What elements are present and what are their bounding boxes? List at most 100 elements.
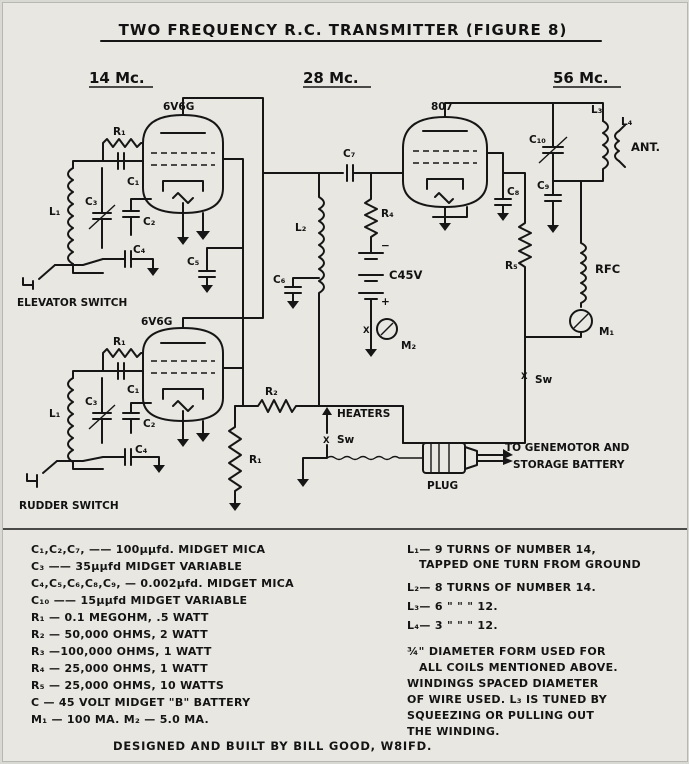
- heater-ground-wire: [302, 444, 328, 480]
- l3-coil: [552, 120, 609, 182]
- band-28-label: 28 Mc.: [303, 69, 359, 87]
- legend-left-line: C — 45 VOLT MIDGET "B" BATTERY: [31, 696, 251, 709]
- m2-label: M₂: [401, 340, 416, 352]
- legend-right-line: THE WINDING.: [407, 725, 500, 738]
- c7-label: C₇: [343, 148, 355, 160]
- c4-lower-capacitor: [102, 448, 165, 473]
- l4-label: L₄: [621, 116, 633, 128]
- legend-right-line: SQUEEZING OR PULLING OUT: [407, 709, 595, 722]
- c1-upper-label: C₁: [127, 176, 140, 188]
- antenna-label: ANT.: [631, 140, 660, 154]
- battery-minus-label: −: [381, 240, 390, 252]
- legend-right-line: L₂— 8 TURNS OF NUMBER 14.: [407, 581, 596, 594]
- rfc-choke: [580, 180, 587, 308]
- schematic-drawing: TWO FREQUENCY R.C. TRANSMITTER (FIGURE 8…: [3, 21, 687, 530]
- legend-right-line: L₁— 9 TURNS OF NUMBER 14,: [407, 543, 596, 556]
- r2-resistor: [242, 367, 320, 413]
- legend-left-line: C₁₀ —— 15μμfd MIDGET VARIABLE: [31, 594, 248, 607]
- c5-label: C₅: [187, 256, 200, 268]
- r3-label: R₁: [249, 454, 262, 466]
- heater-bus: [318, 405, 404, 444]
- legend-right-line: ALL COILS MENTIONED ABOVE.: [419, 661, 618, 674]
- legend-left-line: R₅ — 25,000 OHMS, 10 WATTS: [31, 679, 225, 692]
- c3-upper-label: C₃: [85, 196, 98, 208]
- ground-symbol: [229, 503, 241, 511]
- tube1-screen-wire: [222, 158, 244, 249]
- legend-left-line: R₃ —100,000 OHMS, 1 WATT: [31, 645, 212, 658]
- legend-right-line: L₄— 3 " " " 12.: [407, 619, 498, 632]
- plug-connector: [422, 442, 513, 474]
- c1-upper-capacitor: [117, 152, 125, 170]
- l2-coil: [318, 172, 325, 407]
- r1-lower-label: R₁: [113, 336, 126, 348]
- tube2-plate-wire: [182, 172, 264, 329]
- designer-credit: DESIGNED AND BUILT BY BILL GOOD, W8IFD.: [113, 739, 433, 753]
- legend-right-line: ¾" DIAMETER FORM USED FOR: [407, 645, 606, 658]
- c3-lower-label: C₃: [85, 396, 98, 408]
- ground-symbol: [177, 439, 189, 447]
- sw1-label: Sw: [535, 374, 553, 386]
- band-56-label: 56 Mc.: [553, 69, 609, 87]
- tank-top-wire: [552, 102, 604, 122]
- c45v-battery: [358, 248, 384, 320]
- elevator-switch-label: ELEVATOR SWITCH: [17, 297, 127, 309]
- r5-resistor: [502, 172, 532, 338]
- elevator-switch: [22, 264, 56, 290]
- sw2-label: Sw: [337, 434, 355, 446]
- tube1-label: 6V6G: [163, 101, 194, 113]
- r2-label: R₂: [265, 386, 278, 398]
- sw1-x: X: [521, 372, 528, 382]
- tube3-plate-wire: [444, 102, 554, 112]
- l2-label: L₂: [295, 222, 307, 234]
- rudder-switch-label: RUDDER SWITCH: [19, 500, 119, 512]
- c1-lower-capacitor: [117, 362, 125, 380]
- battery-plus-label: +: [381, 296, 390, 308]
- l3-label: L₃: [591, 104, 603, 116]
- c2-upper-label: C₂: [143, 216, 156, 228]
- ground-symbol: [196, 433, 210, 442]
- r5-label: R₅: [505, 260, 518, 272]
- genemotor-label-1: TO GENEMOTOR AND: [505, 442, 630, 454]
- c4-lower-label: C₄: [135, 444, 148, 456]
- r4-label: R₄: [381, 208, 394, 220]
- c8-label: C₈: [507, 186, 520, 198]
- tube1-plate-wire: [182, 97, 264, 174]
- tube-807: 807: [402, 101, 488, 208]
- band-14-label: 14 Mc.: [89, 69, 145, 87]
- legend-left-line: M₁ — 100 MA. M₂ — 5.0 MA.: [31, 713, 209, 726]
- tube2-label: 6V6G: [141, 316, 172, 328]
- legend-right-line: TAPPED ONE TURN FROM GROUND: [419, 558, 641, 571]
- heaters-label: HEATERS: [337, 408, 390, 420]
- c10-label: C₁₀: [529, 134, 546, 146]
- ground-symbol: [177, 237, 189, 245]
- r1-upper-resistor: [102, 138, 144, 162]
- m2-switch-x: X: [363, 326, 370, 336]
- diagram-title: TWO FREQUENCY R.C. TRANSMITTER (FIGURE 8…: [119, 21, 568, 39]
- ground-symbol: [297, 479, 309, 487]
- tube-6v6g-upper: 6V6G: [142, 101, 224, 214]
- c6-label: C₆: [273, 274, 286, 286]
- l1-lower-label: L₁: [49, 408, 61, 420]
- r3-resistor: [228, 405, 242, 504]
- b-plus-wire: [402, 331, 582, 444]
- sw2-x: X: [323, 436, 330, 446]
- legend-left-line: R₂ — 50,000 OHMS, 2 WATT: [31, 628, 208, 641]
- c10-capacitor: [538, 120, 568, 174]
- r4-resistor: [364, 172, 378, 250]
- c3-lower-capacitor: [88, 377, 116, 444]
- tube2-screen-wire: [222, 247, 244, 369]
- c9-capacitor: [544, 180, 562, 233]
- legend-left-line: R₄ — 25,000 OHMS, 1 WATT: [31, 662, 208, 675]
- legend-right-line: L₃— 6 " " " 12.: [407, 600, 498, 613]
- legend-left-line: C₄,C₅,C₆,C₈,C₉, — 0.002μfd. MIDGET MICA: [31, 577, 294, 590]
- rudder-switch: [26, 460, 58, 488]
- l1-upper-coil: [67, 167, 74, 265]
- l1-upper-label: L₁: [49, 206, 61, 218]
- legend-left-line: C₁,C₂,C₇, —— 100μμfd. MIDGET MICA: [31, 543, 266, 556]
- l1-lower-coil: [67, 377, 74, 463]
- c9-label: C₉: [537, 180, 550, 192]
- ground-symbol: [365, 349, 377, 357]
- tube-6v6g-lower: 6V6G: [141, 316, 224, 422]
- rfc-label: RFC: [595, 262, 620, 276]
